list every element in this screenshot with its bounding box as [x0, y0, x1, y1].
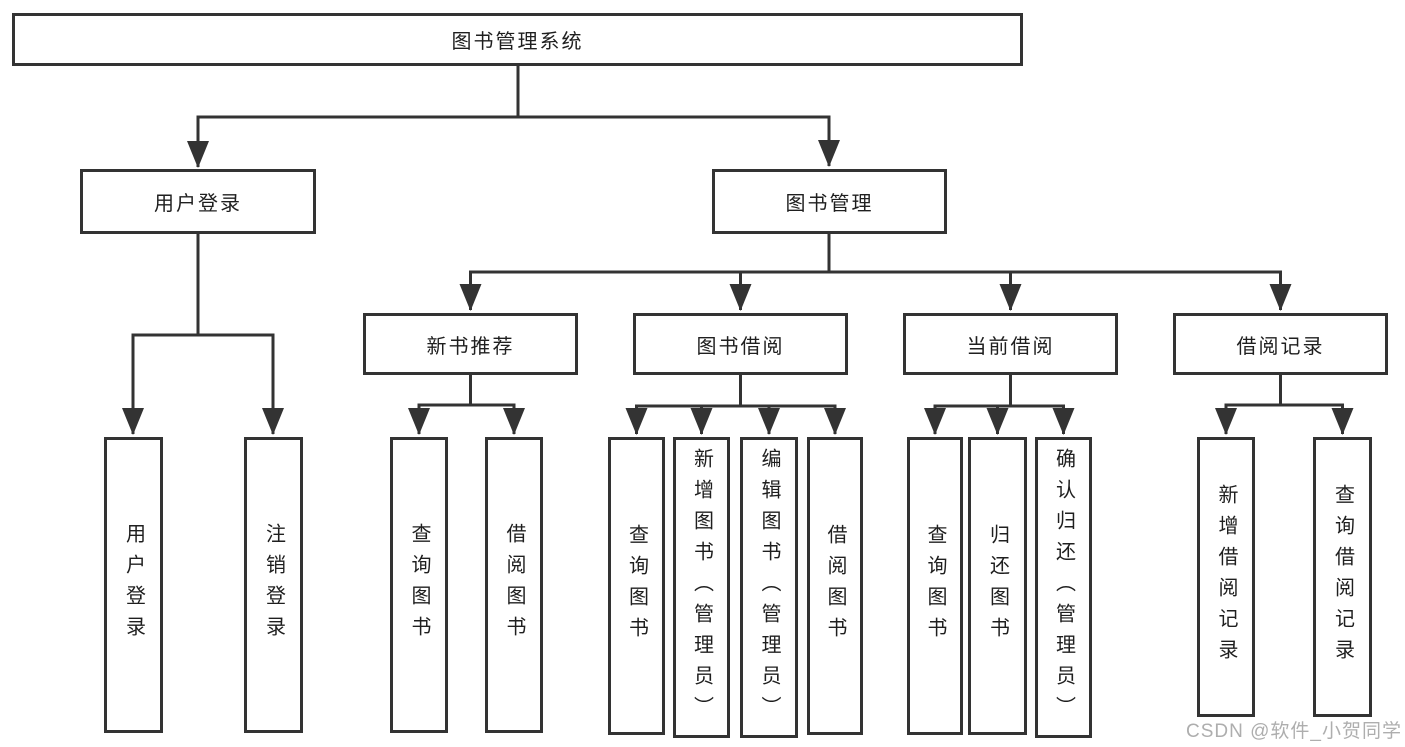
leaf-query-borrow-record: 查询借阅记录: [1313, 437, 1372, 717]
node-label: 图书管理系统: [451, 31, 584, 53]
node-label: 确认归还（管理员）: [1052, 448, 1075, 727]
node-label: 查询借阅记录: [1331, 484, 1354, 670]
node-label: 图书借阅: [696, 335, 785, 358]
node-label: 编辑图书（管理员）: [758, 448, 780, 727]
leaf-borrow-book-recommend: 借阅图书: [485, 437, 543, 733]
node-label: 查询图书: [625, 524, 648, 648]
node-book-borrow: 图书借阅: [633, 313, 848, 375]
node-new-book-recommend: 新书推荐: [363, 313, 578, 375]
node-user-login-module: 用户登录: [80, 169, 316, 234]
leaf-borrow-book: 借阅图书: [807, 437, 863, 735]
node-label: 查询图书: [924, 524, 946, 648]
leaf-confirm-return-admin: 确认归还（管理员）: [1035, 437, 1092, 738]
node-label: 查询图书: [408, 523, 430, 647]
node-current-borrow: 当前借阅: [903, 313, 1118, 375]
node-label: 借阅记录: [1236, 335, 1325, 358]
node-label: 新书推荐: [426, 335, 515, 358]
node-label: 新增借阅记录: [1215, 484, 1237, 670]
node-borrow-records: 借阅记录: [1173, 313, 1388, 375]
node-label: 用户登录: [122, 523, 145, 647]
leaf-query-book-current: 查询图书: [907, 437, 963, 735]
node-label: 借阅图书: [503, 523, 525, 647]
node-label: 新增图书（管理员）: [690, 448, 713, 727]
node-root-system: 图书管理系统: [12, 13, 1023, 66]
csdn-watermark: CSDN @软件_小贺同学: [1186, 721, 1402, 742]
leaf-user-login: 用户登录: [104, 437, 163, 733]
node-book-management: 图书管理: [712, 169, 947, 234]
node-label: 归还图书: [986, 524, 1009, 648]
leaf-query-book-borrow: 查询图书: [608, 437, 665, 735]
node-label: 借阅图书: [824, 524, 846, 648]
node-label: 用户登录: [154, 193, 242, 215]
leaf-edit-book-admin: 编辑图书（管理员）: [740, 437, 798, 738]
leaf-add-book-admin: 新增图书（管理员）: [673, 437, 730, 738]
node-label: 注销登录: [262, 523, 285, 647]
leaf-logout-login: 注销登录: [244, 437, 303, 733]
leaf-query-book-recommend: 查询图书: [390, 437, 448, 733]
leaf-add-borrow-record: 新增借阅记录: [1197, 437, 1255, 717]
node-label: 图书管理: [785, 193, 874, 215]
leaf-return-book: 归还图书: [968, 437, 1027, 735]
node-label: 当前借阅: [966, 335, 1055, 358]
